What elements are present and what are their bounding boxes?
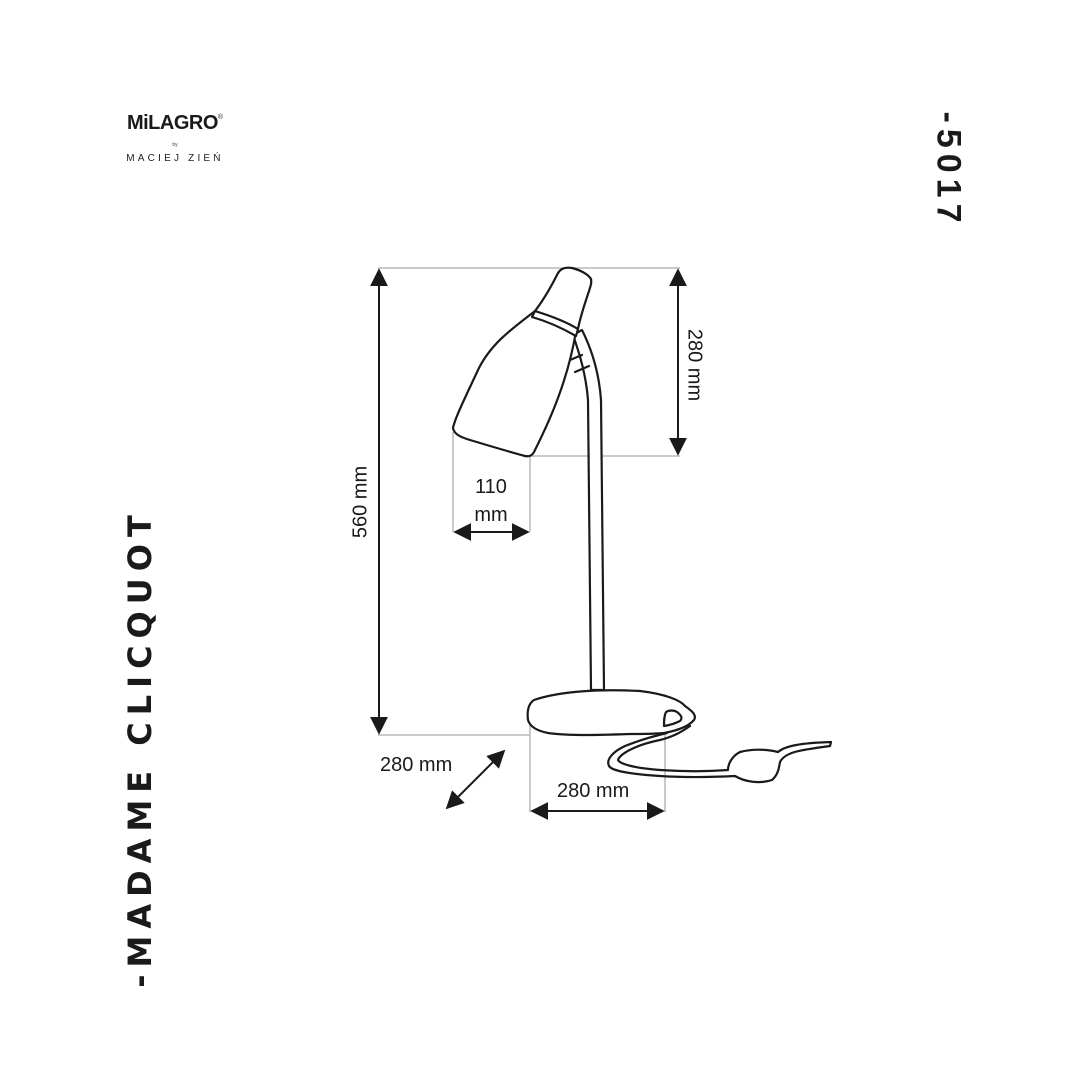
shade-width-unit: mm bbox=[474, 504, 508, 526]
depth-label: 280 mm bbox=[380, 754, 453, 776]
shade-width-label: 110 mm bbox=[451, 473, 531, 529]
brand-by: by bbox=[172, 142, 178, 148]
brand-designer: MACIEJ ZIEŃ bbox=[126, 153, 224, 164]
lamp-outline bbox=[451, 266, 833, 784]
brand-name: MiLAGRO bbox=[126, 112, 218, 134]
total-height-label: 560 mm bbox=[349, 465, 372, 539]
lamp-base-switch bbox=[662, 709, 683, 728]
lamp-cable bbox=[607, 724, 833, 784]
dimension-arrows bbox=[370, 268, 687, 820]
lamp-stem bbox=[571, 328, 606, 692]
registered-mark: ® bbox=[217, 114, 224, 121]
brand-name-row: MiLAGRO® bbox=[120, 112, 230, 134]
shade-width-value: 110 bbox=[475, 476, 507, 498]
guide-lines bbox=[378, 267, 680, 812]
depth-arrow bbox=[445, 749, 506, 810]
lamp-shade bbox=[451, 309, 578, 458]
base-width-label: 280 mm bbox=[557, 780, 630, 802]
lamp-shade-cap bbox=[533, 266, 593, 331]
brand-logo: MiLAGRO® by MACIEJ ZIEŃ bbox=[120, 112, 230, 166]
shade-height-label: 280 mm bbox=[683, 328, 706, 402]
